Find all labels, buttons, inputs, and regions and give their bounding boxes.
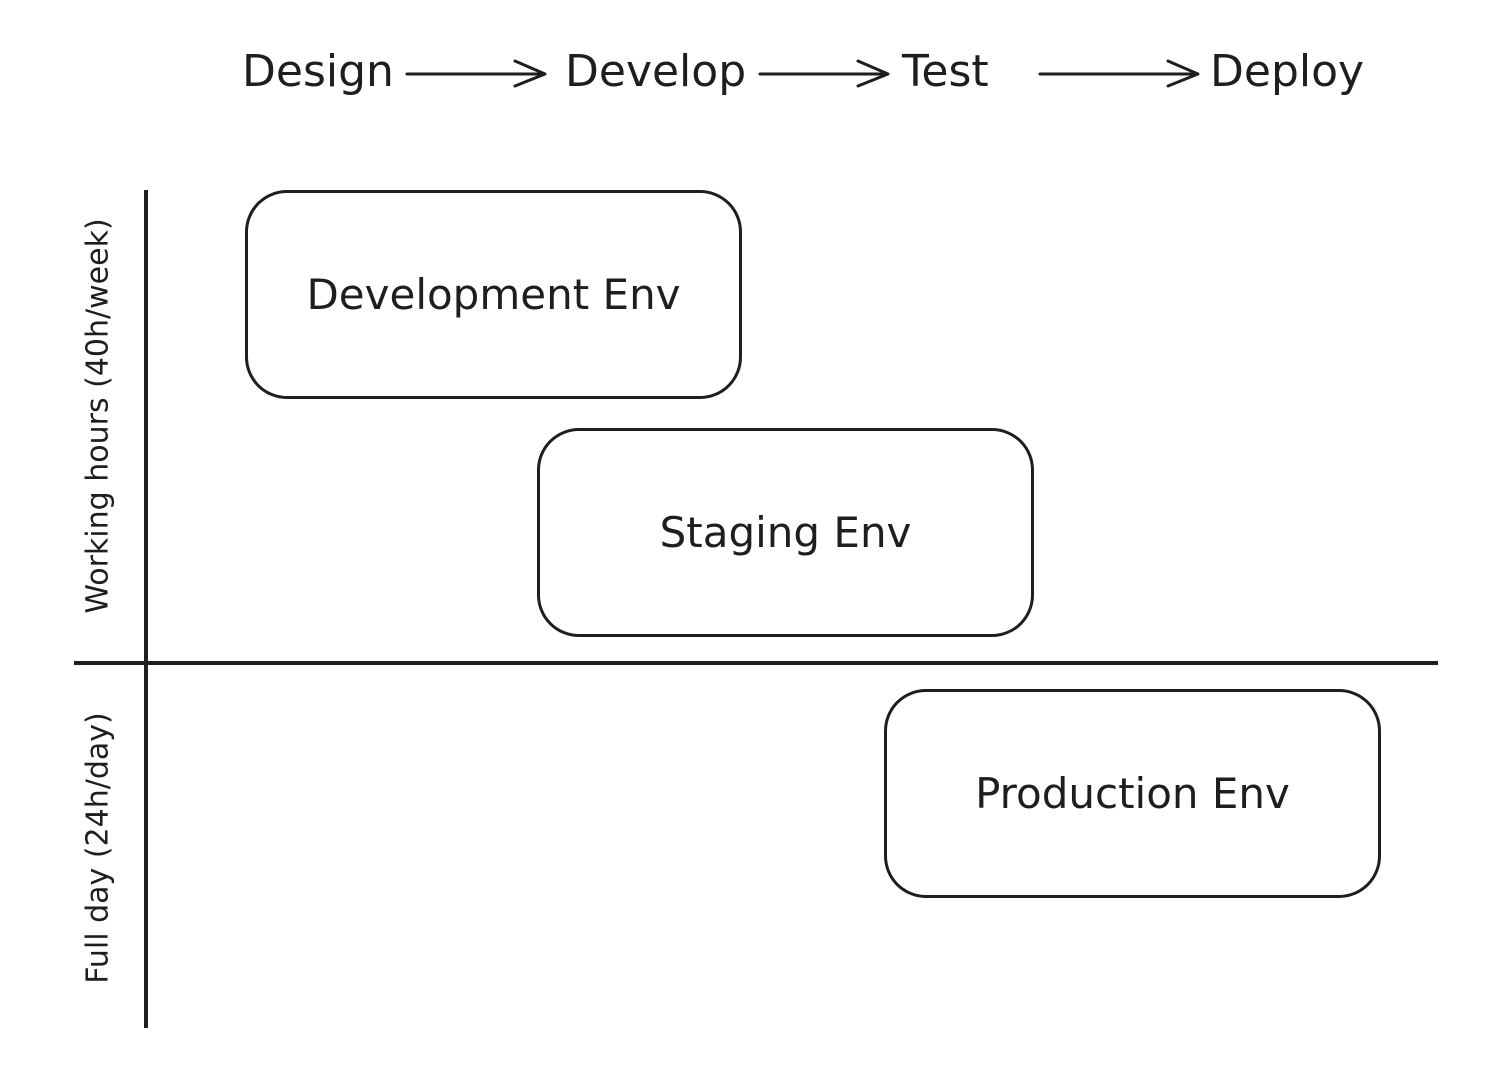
arrow-develop-test-icon: [758, 59, 890, 88]
arrow-test-deploy-icon: [1038, 59, 1200, 88]
development-env-label: Development Env: [306, 270, 681, 319]
row-label-working-hours: Working hours (40h/week): [80, 218, 116, 614]
horizontal-divider: [74, 661, 1438, 665]
stage-design: Design: [242, 46, 394, 97]
arrow-design-develop-icon: [405, 59, 547, 88]
row-label-full-day: Full day (24h/day): [80, 712, 116, 984]
development-env-box: Development Env: [245, 190, 742, 399]
staging-env-box: Staging Env: [537, 428, 1034, 637]
production-env-label: Production Env: [975, 769, 1290, 818]
stage-deploy: Deploy: [1210, 46, 1365, 97]
stage-develop: Develop: [565, 46, 747, 97]
staging-env-label: Staging Env: [659, 508, 912, 557]
stage-test: Test: [902, 46, 989, 97]
vertical-axis: [144, 190, 148, 1028]
production-env-box: Production Env: [884, 689, 1381, 898]
